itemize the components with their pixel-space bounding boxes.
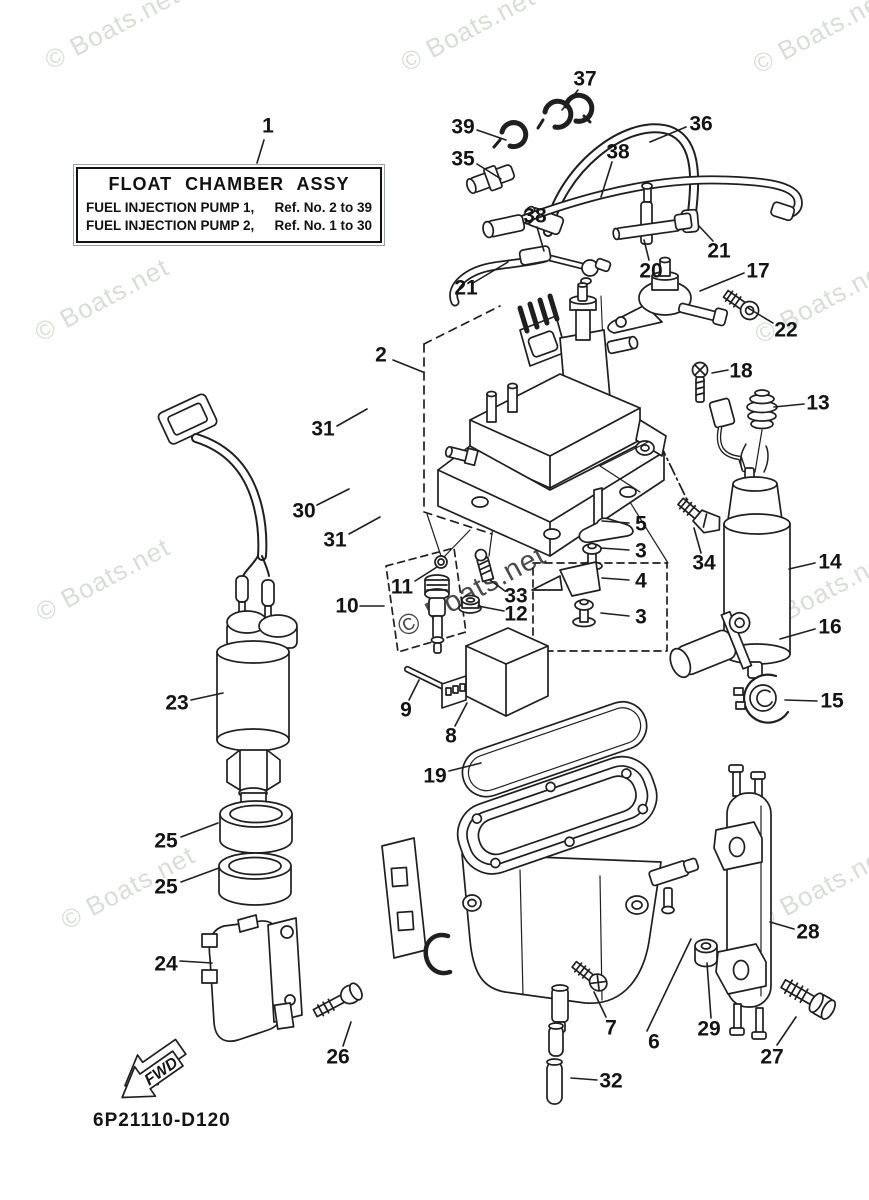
callout-39: 39: [451, 115, 475, 139]
part-18-screw: [691, 361, 709, 403]
part-29-grommet: [694, 938, 718, 968]
callout-36: 36: [689, 112, 713, 136]
callout-9: 9: [400, 698, 412, 722]
callout-3: 3: [635, 539, 647, 563]
part-20-tee-joint: [612, 182, 693, 245]
callout-27: 27: [760, 1045, 784, 1069]
callout-30: 30: [292, 499, 316, 523]
part-17-pressure-regulator: [607, 256, 729, 334]
part-38-fuel-hose-lower: [449, 245, 612, 307]
callout-14: 14: [818, 550, 842, 574]
callout-32: 32: [599, 1069, 623, 1093]
callout-22: 22: [774, 318, 798, 342]
part-14-connector-lead: [708, 397, 747, 473]
callout-29: 29: [697, 1017, 721, 1041]
part-11-seal-ring: [434, 555, 448, 569]
leader-lines: [179, 89, 818, 1081]
callout-11: 11: [390, 575, 414, 599]
part-16-fuel-filter: [669, 610, 753, 679]
callout-31: 31: [311, 417, 335, 441]
part-7-screw: [571, 960, 608, 992]
callout-3: 3: [635, 605, 647, 629]
info-box-row: FUEL INJECTION PUMP 2, Ref. No. 1 to 30: [86, 217, 372, 235]
callout-23: 23: [165, 691, 189, 715]
callout-15: 15: [820, 689, 844, 713]
part-24-pump-holder: [201, 914, 303, 1042]
part-3-screw-lower: [572, 598, 596, 628]
part-26-bolt: [312, 982, 363, 1018]
callout-33: 33: [504, 584, 528, 608]
callout-7: 7: [605, 1016, 617, 1040]
callout-6: 6: [648, 1030, 660, 1054]
callout-4: 4: [635, 569, 647, 593]
info-box-inner: FLOAT CHAMBER ASSY FUEL INJECTION PUMP 1…: [76, 167, 382, 244]
callout-18: 18: [729, 359, 753, 383]
callout-17: 17: [746, 259, 770, 283]
callout-38: 38: [523, 204, 547, 228]
part-38-fuel-hose-upper: [482, 175, 803, 239]
callout-24: 24: [154, 952, 178, 976]
callout-10: 10: [335, 594, 359, 618]
part-2-pump-housing: [437, 282, 667, 557]
part-33-screw-spring: [474, 548, 495, 583]
callout-26: 26: [326, 1045, 350, 1069]
callout-35: 35: [451, 147, 475, 171]
part-15-filter-holder: [733, 673, 790, 724]
part-27-bolt: [780, 978, 836, 1020]
part-34-screw: [677, 497, 721, 534]
callout-5: 5: [635, 512, 647, 536]
callout-28: 28: [796, 920, 820, 944]
callout-25: 25: [154, 875, 178, 899]
part-9-pin: [403, 665, 448, 691]
part-23-fuel-pump-with-lead: [157, 393, 298, 825]
callout-2: 2: [375, 343, 387, 367]
pump-2-label: FUEL INJECTION PUMP 2,: [86, 218, 255, 234]
info-box: FLOAT CHAMBER ASSY FUEL INJECTION PUMP 1…: [73, 164, 385, 247]
part-28-damper-bracket: [713, 764, 772, 1040]
callout-25: 25: [154, 829, 178, 853]
callout-12: 12: [504, 602, 528, 626]
part-10-injector: [424, 574, 450, 654]
info-box-row: FUEL INJECTION PUMP 1, Ref. No. 2 to 39: [86, 199, 372, 217]
part-25-damper-ring-lower: [218, 852, 292, 906]
callout-20: 20: [639, 259, 663, 283]
part-12-bushing: [458, 594, 482, 614]
callout-37: 37: [573, 67, 597, 91]
callout-19: 19: [423, 764, 447, 788]
pump-1-ref: Ref. No. 2 to 39: [274, 200, 372, 215]
callout-16: 16: [818, 615, 842, 639]
callout-1: 1: [262, 114, 274, 138]
part-22-screw: [722, 289, 760, 321]
callout-13: 13: [806, 391, 830, 415]
part-6-vapor-separator-tank: [381, 755, 700, 1033]
callout-31: 31: [323, 528, 347, 552]
info-box-title: FLOAT CHAMBER ASSY: [108, 174, 350, 194]
part-25-damper-ring-upper: [219, 800, 293, 854]
callout-38: 38: [606, 140, 630, 164]
pump-1-label: FUEL INJECTION PUMP 1,: [86, 200, 255, 215]
diagram-code: 6P21110-D120: [93, 1110, 231, 1131]
callout-21: 21: [707, 239, 731, 263]
callout-8: 8: [445, 724, 457, 748]
part-39-hose-clamp: [492, 120, 529, 150]
pump-2-ref: Ref. No. 1 to 30: [274, 218, 372, 234]
part-37-hose-clamp: [536, 92, 595, 130]
part-19-gasket: [461, 700, 648, 798]
fwd-arrow: FWD: [121, 1038, 187, 1099]
part-8-resistor-module: [441, 627, 549, 717]
part-5-bracket: [578, 487, 634, 544]
callout-34: 34: [692, 551, 716, 575]
part-32-pipe: [546, 1022, 564, 1105]
part-13-grommet: [746, 389, 778, 473]
part-4-bracket: [531, 561, 601, 597]
callout-21: 21: [454, 276, 478, 300]
